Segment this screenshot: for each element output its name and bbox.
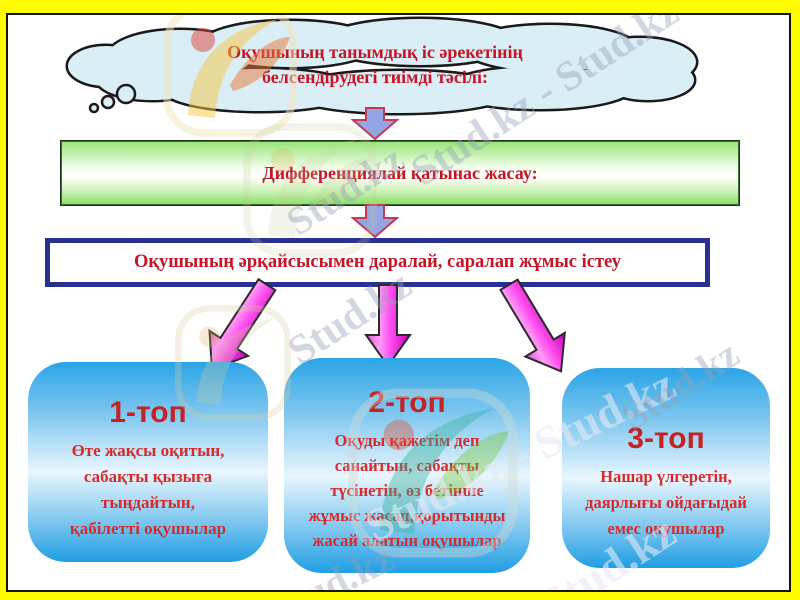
group-3-title: 3-топ — [627, 422, 705, 455]
group-3-body: Нашар үлгеретін, даярлығы ойдағыдай емес… — [585, 467, 747, 538]
group-2-body: Оқуды қажетім деп санайтын, сабақты түсі… — [308, 431, 506, 550]
magenta-arrow-right-icon — [499, 278, 566, 373]
group-2-title: 2-топ — [368, 386, 446, 419]
down-arrow-icon-1 — [351, 107, 399, 140]
group-box-2: 2-топ Оқуды қажетім деп санайтын, сабақт… — [284, 358, 530, 573]
individual-work-box-core: Оқушының әрқайсысымен даралай, саралап ж… — [48, 241, 707, 284]
group-1-body: Өте жақсы оқитын, сабақты қызыға тыңдайт… — [69, 441, 227, 538]
individual-work-box: Оқушының әрқайсысымен даралай, саралап ж… — [45, 238, 710, 287]
magenta-arrow-middle-icon — [364, 284, 412, 368]
individual-work-text: Оқушының әрқайсысымен даралай, саралап ж… — [133, 252, 622, 272]
group-box-1: 1-топ Өте жақсы оқитын, сабақты қызыға т… — [28, 362, 268, 562]
differentiation-box-core: Дифференциялай қатынас жасау: — [61, 141, 739, 205]
group-box-3: 3-топ Нашар үлгеретін, даярлығы ойдағыда… — [562, 368, 770, 568]
group-1-title: 1-топ — [109, 396, 187, 429]
differentiation-box: Дифференциялай қатынас жасау: — [60, 140, 740, 206]
differentiation-text: Дифференциялай қатынас жасау: — [262, 162, 538, 183]
cloud-text: Оқушының танымдық іс әрекетінің белсенді… — [227, 42, 523, 87]
down-arrow-icon-2 — [351, 204, 399, 238]
